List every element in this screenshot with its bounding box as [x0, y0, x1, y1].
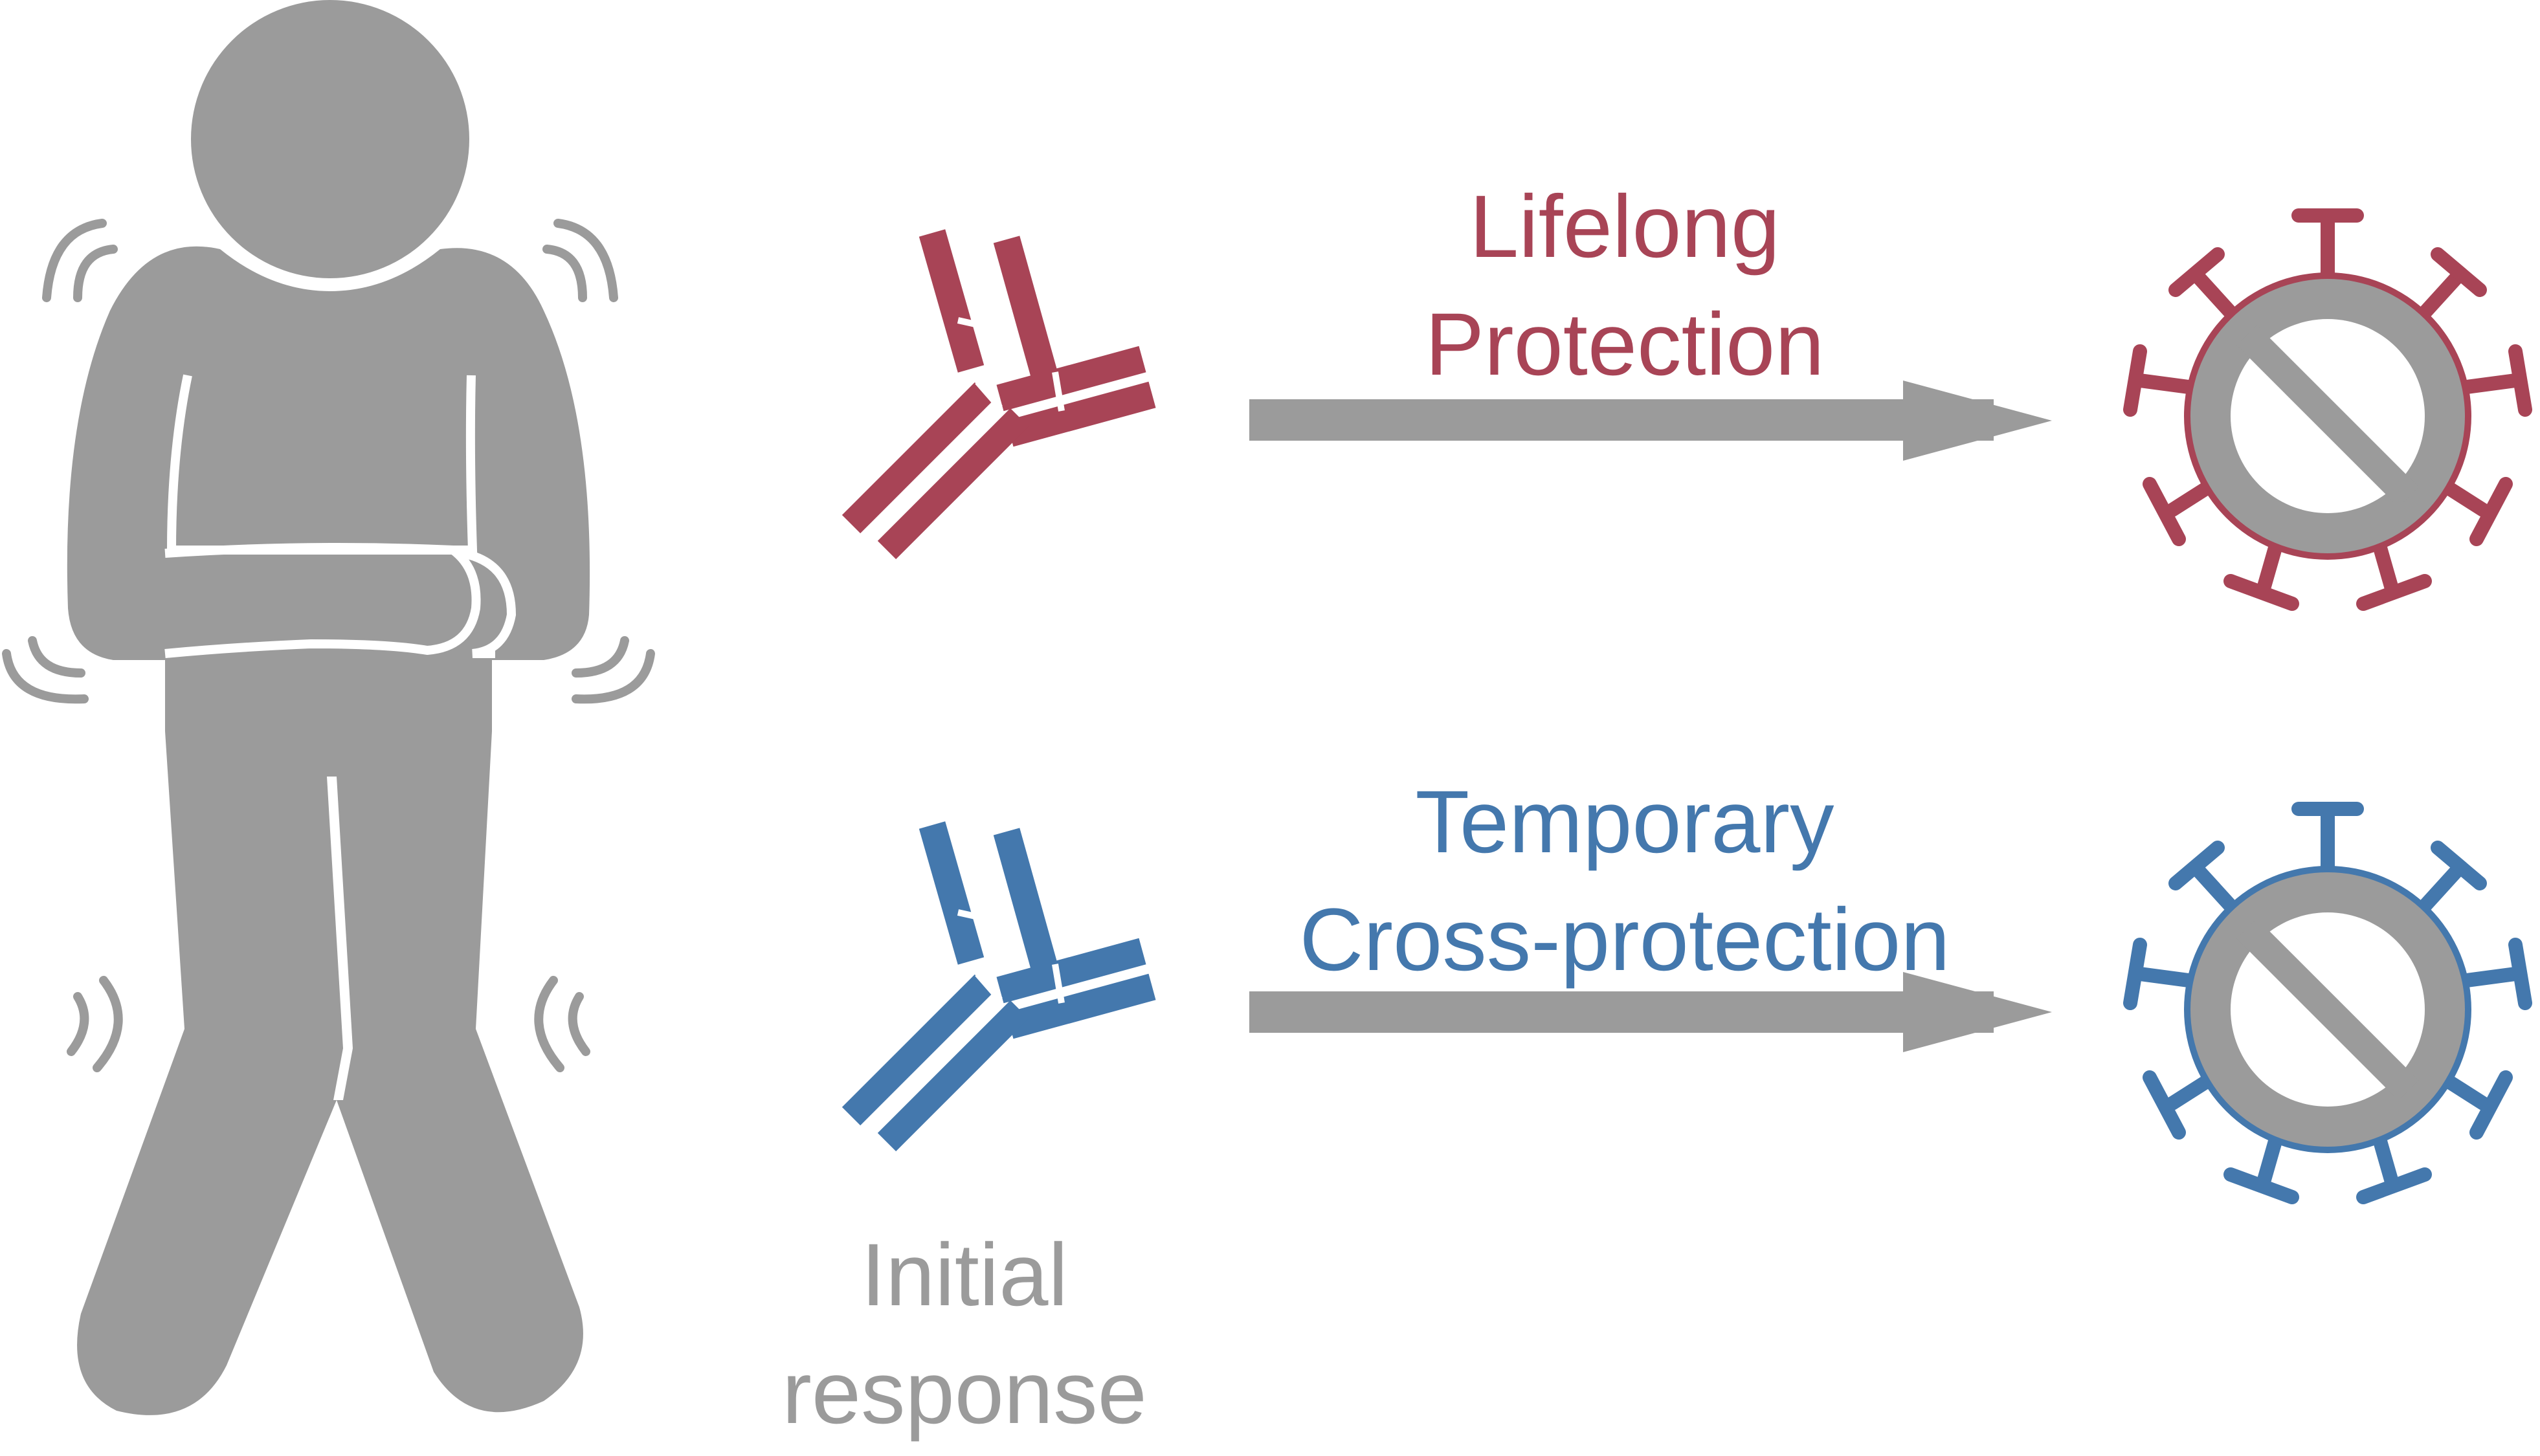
temporary-line-1: Temporary	[1415, 773, 1834, 872]
lifelong-protection-label: Lifelong Protection	[1269, 168, 1981, 404]
initial-response-label: Initial response	[719, 1217, 1210, 1452]
person-leg-gap	[327, 777, 353, 1100]
initial-line-1: Initial	[861, 1226, 1068, 1325]
person-hand-outline	[462, 549, 517, 658]
person-forearm-outline	[164, 543, 481, 658]
initial-line-2: response	[782, 1343, 1147, 1442]
person-torso	[67, 246, 590, 1415]
blocked-virus-blue-icon	[2130, 809, 2525, 1197]
blocked-virus-red-icon	[2130, 215, 2525, 604]
right-arrow-icon-top	[1249, 381, 2052, 461]
shivering-person-icon	[67, 0, 590, 1415]
lifelong-line-1: Lifelong	[1469, 177, 1780, 276]
temporary-cross-protection-label: Temporary Cross-protection	[1146, 764, 2104, 999]
lifelong-line-2: Protection	[1425, 295, 1825, 394]
temporary-line-2: Cross-protection	[1299, 890, 1950, 989]
shiver-marks-icon	[2, 219, 655, 1072]
person-head	[191, 0, 469, 278]
antibody-blue-icon	[841, 821, 1156, 1152]
antibody-red-icon	[841, 229, 1156, 560]
right-arrow-icon-bottom	[1249, 972, 2052, 1052]
